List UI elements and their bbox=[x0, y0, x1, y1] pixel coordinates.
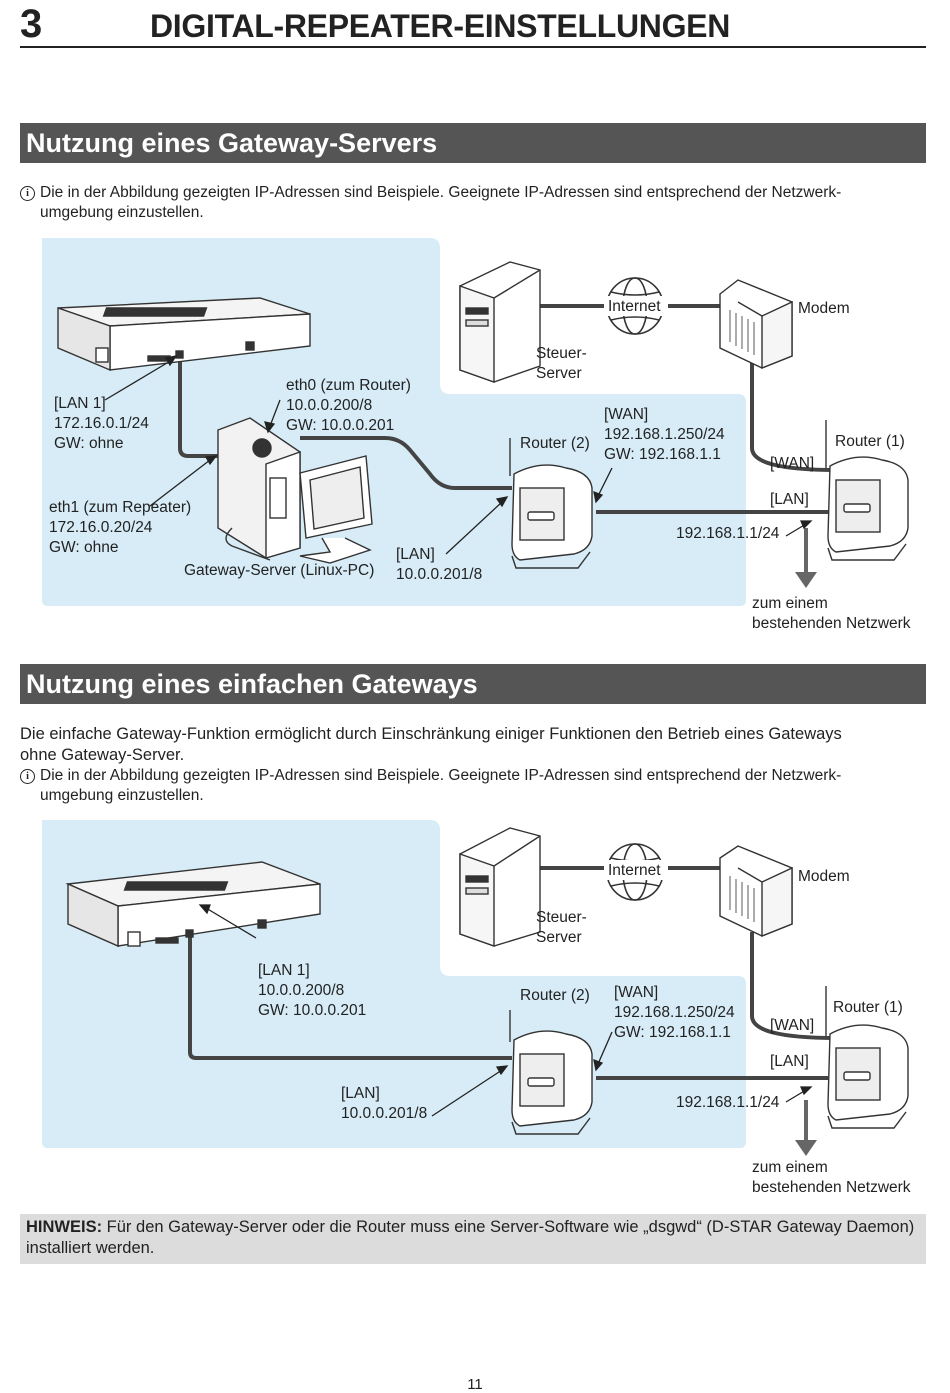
chapter-number: 3 bbox=[20, 2, 43, 46]
hint-label: HINWEIS: bbox=[26, 1218, 103, 1236]
modem-icon bbox=[719, 845, 793, 938]
cable-router1-modem bbox=[750, 358, 837, 472]
steuer-server-icon bbox=[459, 827, 541, 947]
note-text-line2: umgebung einzustellen. bbox=[40, 204, 204, 221]
arrow-existing-network bbox=[795, 528, 817, 588]
page-number: 11 bbox=[467, 1376, 483, 1393]
info-icon: i bbox=[20, 769, 35, 784]
simple-gateway-description: Die einfache Gateway-Funktion ermöglicht… bbox=[20, 724, 920, 766]
modem-icon bbox=[719, 279, 793, 370]
diagram-graphics bbox=[42, 238, 909, 606]
label-modem: Modem bbox=[798, 300, 850, 317]
label-router2: Router (2) bbox=[520, 987, 590, 1004]
label-lan1: [LAN 1] 172.16.0.1/24 GW: ohne bbox=[54, 395, 149, 452]
router1-icon bbox=[825, 986, 909, 1129]
cable-repeater-pc bbox=[178, 356, 218, 458]
diagram-graphics bbox=[42, 820, 909, 1156]
label-router2: Router (2) bbox=[520, 435, 590, 452]
cable-router1-modem bbox=[750, 932, 837, 1040]
label-router1: Router (1) bbox=[833, 999, 903, 1016]
label-steuer-server: Steuer- Server bbox=[536, 345, 587, 382]
cable-repeater-router2 bbox=[188, 934, 512, 1060]
chapter-title: DIGITAL-REPEATER-EINSTELLUNGEN bbox=[150, 8, 731, 44]
router1-icon bbox=[825, 420, 909, 561]
router2-icon bbox=[509, 438, 593, 569]
para-line2: ohne Gateway-Server. bbox=[20, 746, 185, 764]
section-heading-gateway-server: Nutzung eines Gateway-Servers bbox=[20, 123, 926, 163]
label-internet: Internet bbox=[608, 298, 661, 315]
linux-pc-icon bbox=[217, 417, 301, 561]
hint-text: Für den Gateway-Server oder die Router m… bbox=[26, 1218, 915, 1257]
monitor-icon bbox=[299, 455, 373, 564]
label-existing-network: zum einem bestehenden Netzwerk bbox=[752, 1159, 911, 1196]
label-router1-lan: [LAN] bbox=[770, 1053, 809, 1070]
label-router2-lan: [LAN] 10.0.0.201/8 bbox=[341, 1085, 428, 1122]
arrow-existing-network bbox=[795, 1100, 817, 1156]
note-ip-examples: i Die in der Abbildung gezeigten IP-Adres… bbox=[20, 183, 900, 223]
label-router2-wan: [WAN] 192.168.1.250/24 GW: 192.168.1.1 bbox=[614, 984, 735, 1041]
label-router1-lan: [LAN] bbox=[770, 491, 809, 508]
repeater-rack-icon bbox=[57, 297, 311, 372]
router2-icon bbox=[509, 1010, 593, 1135]
hint-box: HINWEIS: Für den Gateway-Server oder die… bbox=[20, 1214, 926, 1264]
repeater-rack-icon bbox=[65, 861, 321, 948]
label-router2-wan: [WAN] 192.168.1.250/24 GW: 192.168.1.1 bbox=[604, 406, 725, 463]
section-heading-simple-gateway: Nutzung eines einfachen Gateways bbox=[20, 664, 926, 704]
note-ip-examples-2: i Die in der Abbildung gezeigten IP-Adres… bbox=[20, 766, 900, 806]
diagram-simple-gateway: [LAN 1] 10.0.0.200/8 GW: 10.0.0.201 [LAN… bbox=[0, 820, 950, 1205]
label-internet: Internet bbox=[608, 862, 661, 879]
label-existing-network: zum einem bestehenden Netzwerk bbox=[752, 595, 911, 632]
label-gateway-server: Gateway-Server (Linux-PC) bbox=[184, 562, 375, 579]
label-eth1: eth1 (zum Repeater) 172.16.0.20/24 GW: o… bbox=[49, 499, 192, 556]
label-router1-wan: [WAN] bbox=[770, 455, 815, 472]
steuer-server-icon bbox=[459, 261, 541, 383]
cable-pc-router2 bbox=[300, 436, 512, 490]
label-modem: Modem bbox=[798, 868, 850, 885]
label-router1: Router (1) bbox=[835, 433, 905, 450]
para-line1: Die einfache Gateway-Funktion ermöglicht… bbox=[20, 725, 842, 743]
label-router1-ip: 192.168.1.1/24 bbox=[676, 525, 780, 542]
note-text-line1: Die in der Abbildung gezeigten IP-Adress… bbox=[40, 767, 842, 784]
label-router1-wan: [WAN] bbox=[770, 1017, 815, 1034]
label-router1-ip: 192.168.1.1/24 bbox=[676, 1094, 780, 1111]
diagram-gateway-server: [LAN 1] 172.16.0.1/24 GW: ohne eth0 (zum… bbox=[0, 238, 950, 638]
info-icon: i bbox=[20, 186, 35, 201]
label-eth0: eth0 (zum Router) 10.0.0.200/8 GW: 10.0.… bbox=[286, 377, 411, 434]
chapter-rule bbox=[20, 46, 926, 48]
label-lan1: [LAN 1] 10.0.0.200/8 GW: 10.0.0.201 bbox=[258, 962, 367, 1019]
label-router2-lan: [LAN] 10.0.0.201/8 bbox=[396, 546, 483, 583]
label-steuer-server: Steuer- Server bbox=[536, 909, 587, 946]
note-text-line1: Die in der Abbildung gezeigten IP-Adress… bbox=[40, 184, 842, 201]
note-text-line2: umgebung einzustellen. bbox=[40, 787, 204, 804]
